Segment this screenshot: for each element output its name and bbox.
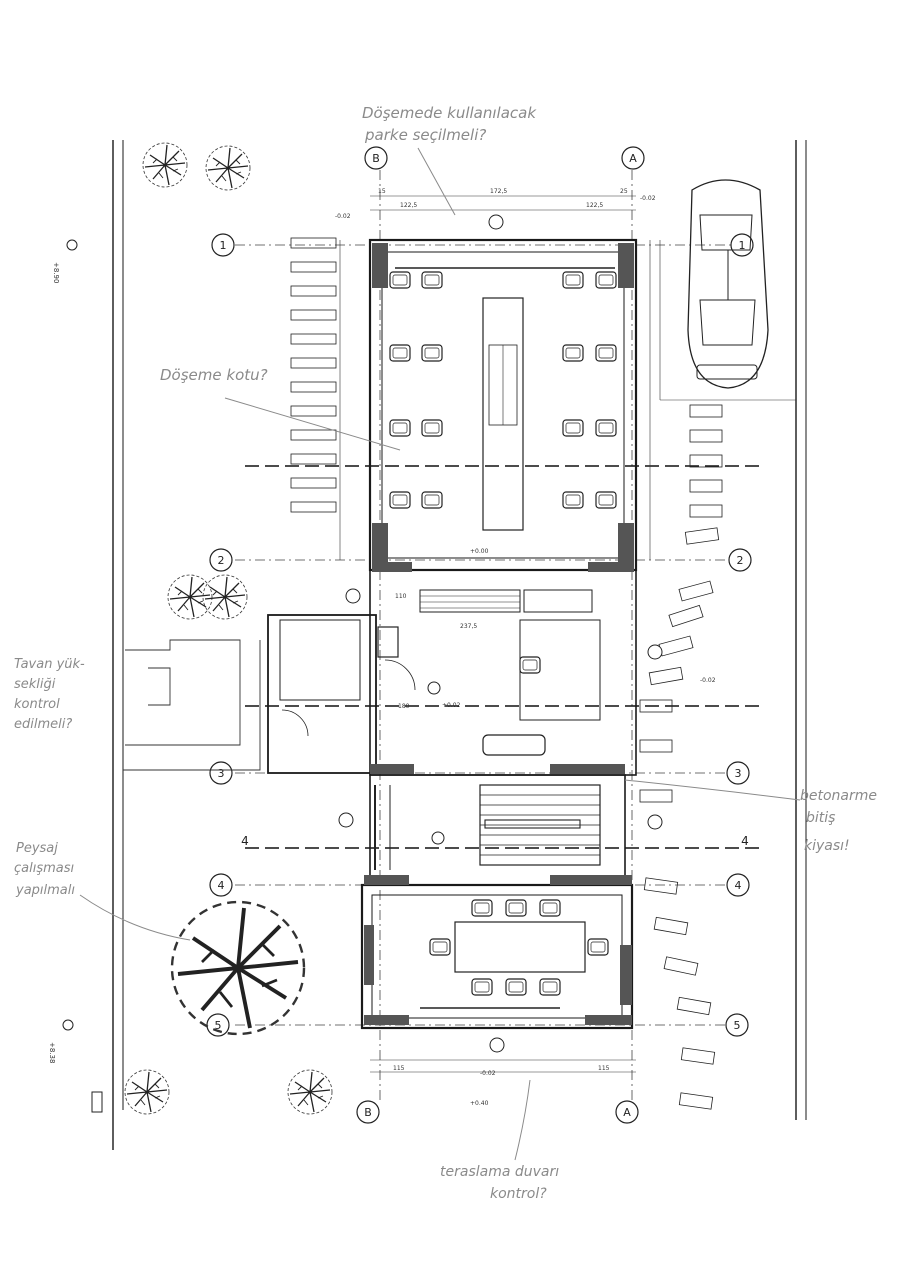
svg-text:115: 115 — [598, 1065, 610, 1072]
svg-text:110: 110 — [395, 593, 407, 600]
svg-text:B: B — [364, 1106, 372, 1119]
site-boundary — [112, 140, 807, 1150]
technical-labels: +8.90 +8.38 -0.02 -0.02 -0.02 -0.02 +0.4… — [48, 188, 716, 1107]
svg-text:2: 2 — [218, 554, 225, 567]
central-table — [395, 267, 615, 531]
grid-labels: B A B A 1 1 2 2 3 3 4 4 5 5 4 4 — [215, 152, 749, 1119]
svg-text:15: 15 — [378, 188, 386, 195]
dimension-lines — [339, 195, 796, 1073]
tree-icon — [124, 142, 333, 1115]
svg-text:+0.02: +0.02 — [442, 702, 461, 709]
svg-text:-0.02: -0.02 — [640, 195, 656, 202]
svg-text:122,5: 122,5 — [400, 202, 417, 209]
stepping-stones-right — [639, 404, 723, 1110]
car-icon — [687, 179, 769, 389]
note-landscape-line2: çalışması — [14, 861, 75, 876]
svg-text:4: 4 — [241, 834, 249, 848]
note-floor-level: Döşeme kotu? — [160, 366, 268, 384]
note-ceiling-line4: edilmeli? — [14, 717, 72, 732]
note-terrace-line2: kontrol? — [490, 1186, 547, 1202]
svg-text:3: 3 — [735, 767, 742, 780]
note-landscape-line1: Peysaj — [16, 841, 58, 856]
svg-text:5: 5 — [734, 1019, 741, 1032]
svg-text:3: 3 — [218, 767, 225, 780]
svg-text:4: 4 — [735, 879, 742, 892]
svg-text:2: 2 — [737, 554, 744, 567]
grid-bubbles — [206, 146, 754, 1124]
note-concrete-line3: kiyası! — [804, 838, 850, 854]
svg-text:A: A — [629, 152, 637, 165]
note-parquet-line1: Döşemede kullanılacak — [362, 104, 537, 122]
svg-text:25: 25 — [620, 188, 628, 195]
svg-text:-0.02: -0.02 — [480, 1070, 496, 1077]
note-ceiling-line1: Tavan yük- — [14, 657, 85, 672]
wall-columns — [364, 243, 634, 1025]
svg-text:180: 180 — [398, 703, 410, 710]
note-concrete-line1: betonarme — [800, 788, 877, 804]
stair-icon — [374, 784, 601, 870]
svg-text:+0.00: +0.00 — [470, 548, 489, 555]
neighbor-building-outline — [123, 639, 261, 771]
note-ceiling-line2: sekliği — [14, 677, 56, 692]
svg-text:+8.90: +8.90 — [52, 262, 60, 283]
svg-text:-0.02: -0.02 — [335, 213, 351, 220]
svg-text:+8.38: +8.38 — [48, 1042, 56, 1063]
svg-text:1: 1 — [739, 239, 746, 252]
note-ceiling-line3: kontrol — [14, 697, 60, 712]
svg-text:4: 4 — [218, 879, 225, 892]
svg-text:-0.02: -0.02 — [700, 677, 716, 684]
svg-text:1: 1 — [220, 239, 227, 252]
note-parquet-line2: parke seçilmeli? — [364, 126, 486, 144]
note-landscape-line3: yapılmalı — [15, 883, 75, 898]
svg-text:122,5: 122,5 — [586, 202, 603, 209]
level-markers — [62, 214, 663, 1053]
meeting-table — [420, 899, 609, 1009]
note-concrete-line2: bitiş — [806, 810, 835, 826]
parking-stripes-left — [290, 237, 337, 513]
svg-text:B: B — [372, 152, 380, 165]
handwritten-notes: Döşemede kullanılacak parke seçilmeli? D… — [14, 104, 877, 1202]
svg-text:4: 4 — [741, 834, 749, 848]
svg-text:5: 5 — [215, 1019, 222, 1032]
svg-text:115: 115 — [393, 1065, 405, 1072]
svg-text:237,5: 237,5 — [460, 623, 477, 630]
svg-text:172,5: 172,5 — [490, 188, 507, 195]
svg-text:A: A — [623, 1106, 631, 1119]
middle-rooms — [279, 589, 601, 756]
note-terrace-line1: teraslama duvarı — [440, 1164, 559, 1180]
svg-text:+0.40: +0.40 — [470, 1100, 489, 1107]
section-lines — [245, 465, 760, 849]
site-marker-symbol — [91, 1091, 103, 1113]
